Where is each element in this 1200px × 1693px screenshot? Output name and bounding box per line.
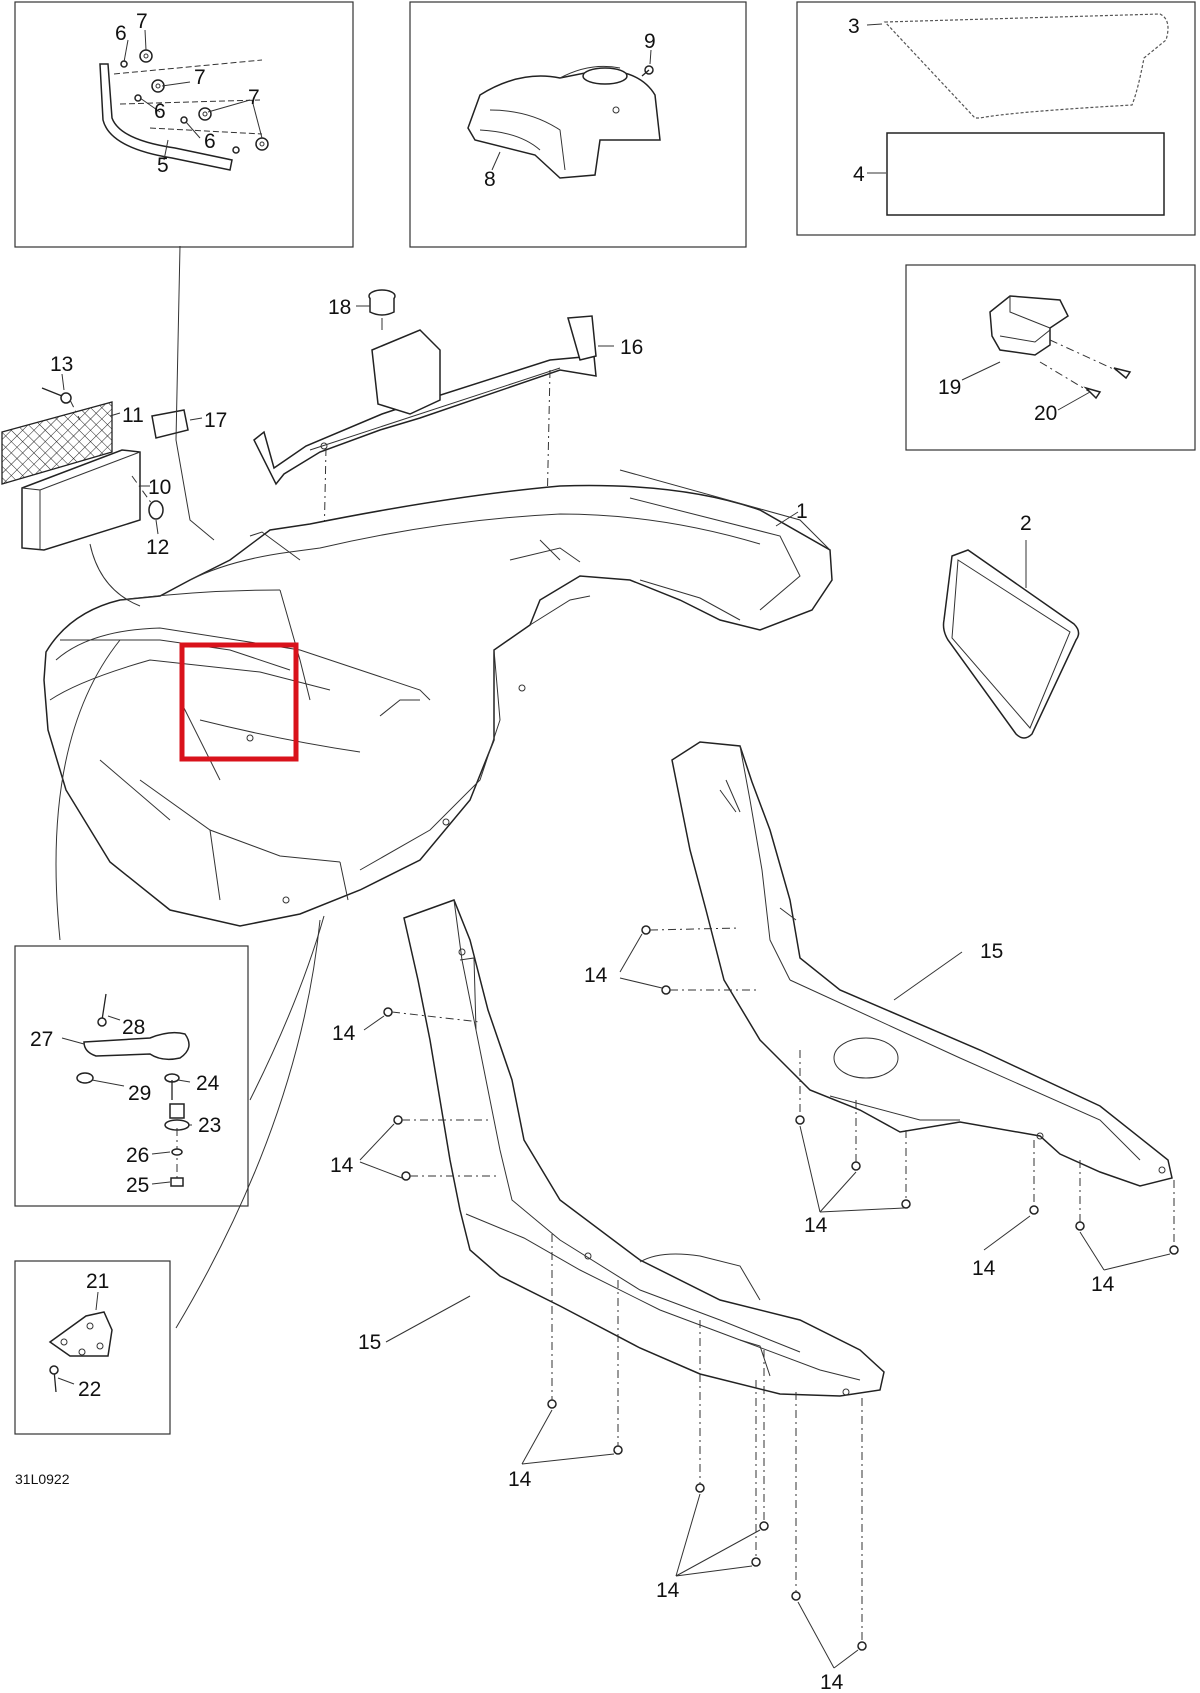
callout-16: 16 — [620, 336, 643, 359]
callout-19: 19 — [938, 376, 961, 399]
washer-part-26 — [171, 1148, 183, 1156]
body-panel-part-1 — [43, 469, 833, 927]
foam-pad-part-10 — [21, 449, 141, 551]
clip-part-19 — [989, 295, 1069, 356]
screw-part-28 — [97, 993, 107, 1027]
callout-11: 11 — [122, 404, 144, 427]
callout-7b: 7 — [194, 66, 206, 89]
callout-23: 23 — [198, 1114, 221, 1137]
callout-15b: 15 — [358, 1331, 381, 1354]
callout-12: 12 — [146, 536, 169, 559]
inset-box-23-29 — [14, 945, 249, 1207]
callout-29: 29 — [128, 1082, 151, 1105]
callout-14i: 14 — [820, 1671, 844, 1693]
highlight-box — [179, 642, 299, 762]
inset-box-21-22 — [14, 1260, 171, 1435]
callout-21: 21 — [86, 1270, 109, 1293]
callout-14g: 14 — [508, 1468, 532, 1491]
callout-8: 8 — [484, 168, 496, 191]
inset-box-3-4 — [796, 1, 1196, 236]
callout-6a: 6 — [115, 22, 127, 45]
callout-5: 5 — [157, 154, 169, 177]
vent-grille-part-11 — [1, 401, 113, 485]
callout-1: 1 — [796, 500, 808, 523]
bolt-part-23 — [164, 1103, 190, 1131]
bottom-panel-part-15-left — [403, 899, 885, 1397]
callout-14b: 14 — [332, 1022, 356, 1045]
label-part-4 — [886, 132, 1165, 216]
callout-25: 25 — [126, 1174, 149, 1197]
screw-part-13 — [41, 387, 72, 404]
callout-20: 20 — [1034, 402, 1057, 425]
callout-14f: 14 — [1091, 1273, 1115, 1296]
callout-9: 9 — [644, 30, 656, 53]
callout-6c: 6 — [204, 130, 216, 153]
screw-part-9 — [641, 65, 654, 77]
grommet-part-27 — [83, 1031, 190, 1061]
callout-6b: 6 — [154, 100, 166, 123]
callout-10: 10 — [148, 476, 171, 499]
callout-27: 27 — [30, 1028, 53, 1051]
shield-panel-part-2 — [942, 549, 1080, 739]
callout-24: 24 — [196, 1072, 220, 1095]
callout-13: 13 — [50, 353, 73, 376]
callout-7c: 7 — [248, 86, 260, 109]
screw-part-24 — [164, 1073, 180, 1100]
callout-26: 26 — [126, 1144, 149, 1167]
bottom-panel-part-15-right — [671, 741, 1173, 1187]
callout-labels: 1 2 3 4 5 6 6 6 7 7 7 8 9 10 11 12 13 14… — [15, 10, 1115, 1693]
callout-17: 17 — [204, 409, 227, 432]
callout-4: 4 — [853, 163, 865, 186]
washer-part-29 — [76, 1072, 94, 1084]
inset-box-19-20 — [905, 264, 1196, 451]
callout-14h: 14 — [656, 1579, 680, 1602]
callout-7a: 7 — [136, 10, 148, 33]
callout-14e: 14 — [972, 1257, 996, 1280]
inset-box-8-9 — [409, 1, 747, 248]
support-bar-part-16 — [253, 315, 597, 486]
washer-part-12 — [148, 500, 164, 520]
callout-2: 2 — [1020, 512, 1032, 535]
rivet-part-20 — [1083, 367, 1132, 400]
decal-part-3 — [883, 13, 1169, 119]
nut-part-25 — [170, 1177, 184, 1187]
callout-14a: 14 — [584, 964, 608, 987]
fasteners-part-14 — [383, 925, 1179, 1651]
deflector-strip-part-5 — [99, 49, 269, 171]
callout-leaders-14 — [359, 933, 1171, 1669]
pad-part-17 — [151, 409, 189, 439]
drawing-code: 31L0922 — [15, 1471, 70, 1487]
screw-part-22 — [49, 1365, 59, 1393]
callout-22: 22 — [78, 1378, 101, 1401]
inset-box-5-6-7 — [14, 1, 354, 248]
cover-part-8 — [467, 65, 661, 179]
callout-18: 18 — [328, 296, 351, 319]
callout-14c: 14 — [330, 1154, 354, 1177]
cap-part-18 — [368, 289, 396, 330]
callout-28: 28 — [122, 1016, 145, 1039]
callout-3: 3 — [848, 15, 860, 38]
callout-15a: 15 — [980, 940, 1003, 963]
callout-14d: 14 — [804, 1214, 828, 1237]
